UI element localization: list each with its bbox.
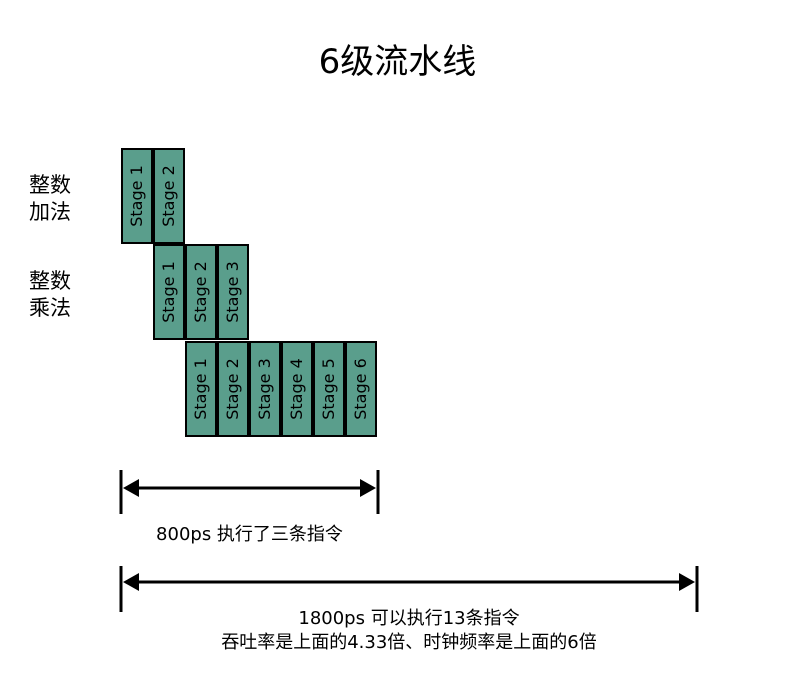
stage-box: Stage 3: [249, 341, 281, 437]
row-label-line: 整数: [29, 269, 71, 293]
stage-box: Stage 2: [153, 148, 185, 244]
row-label-line: 整数: [29, 173, 71, 197]
arrowhead: [123, 573, 139, 591]
row-label-integer-multiply: 整数 乘法: [20, 268, 80, 322]
arrowhead: [360, 479, 376, 497]
stage-box: Stage 4: [281, 341, 313, 437]
stage-box: Stage 3: [217, 244, 249, 340]
long-arrow-caption-line2: 吞吐率是上面的4.33倍、时钟频率是上面的6倍: [221, 632, 597, 653]
arrowhead: [123, 479, 139, 497]
stage-box: Stage 1: [153, 244, 185, 340]
row-label-line: 乘法: [29, 296, 71, 320]
long-arrow-caption-line1: 1800ps 可以执行13条指令: [298, 608, 520, 629]
diagram-title: 6级流水线: [318, 42, 477, 82]
stage-box: Stage 1: [185, 341, 217, 437]
short-arrow-caption: 800ps 执行了三条指令: [156, 524, 343, 545]
stage-box: Stage 2: [185, 244, 217, 340]
stage-box: Stage 6: [345, 341, 377, 437]
row-label-integer-add: 整数 加法: [20, 172, 80, 226]
stage-box: Stage 5: [313, 341, 345, 437]
stage-box: Stage 2: [217, 341, 249, 437]
row-label-line: 加法: [29, 200, 71, 224]
stage-box: Stage 1: [121, 148, 153, 244]
arrowhead: [679, 573, 695, 591]
